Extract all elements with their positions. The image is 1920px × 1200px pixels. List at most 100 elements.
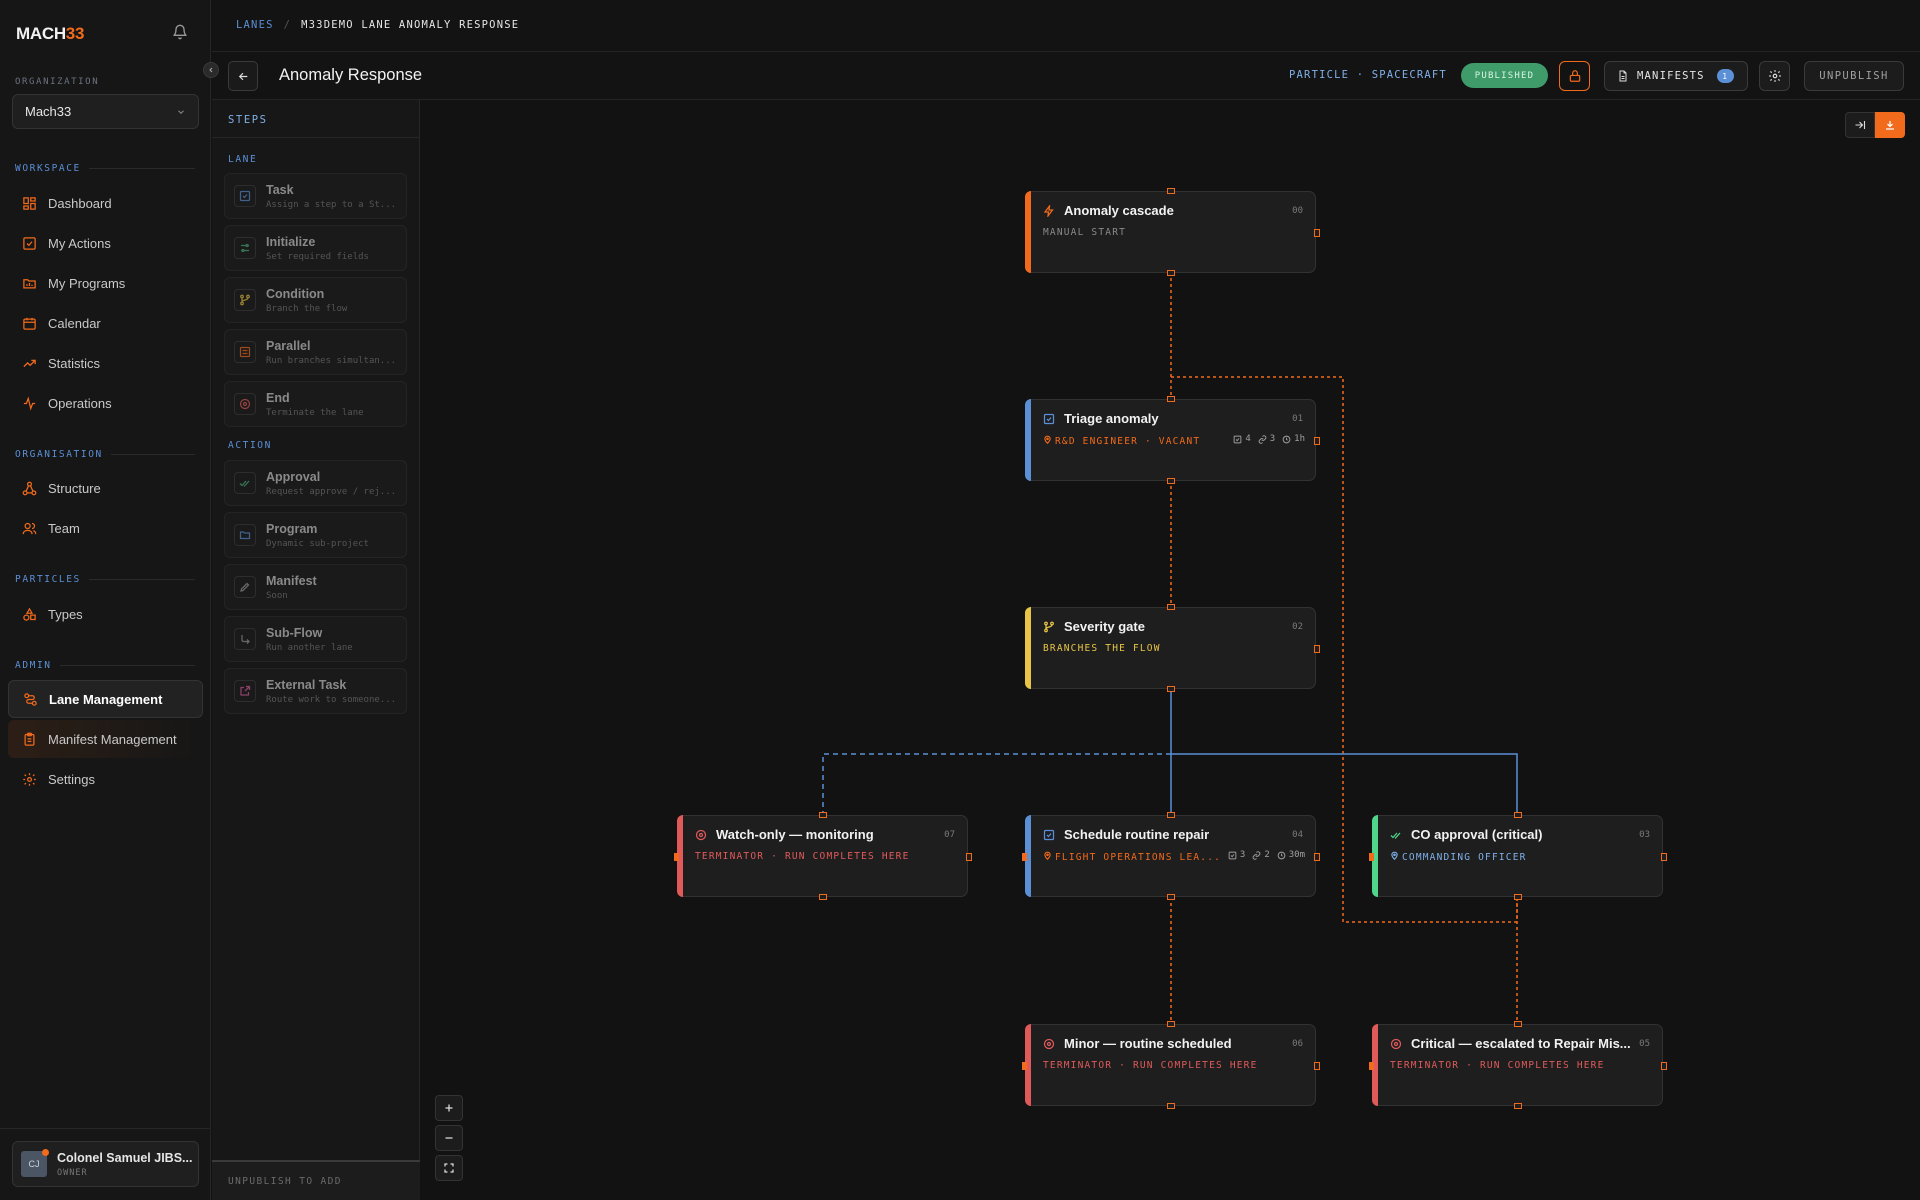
node-handle-right[interactable] [1661,853,1667,861]
node-handle-bottom[interactable] [1167,478,1175,484]
node-handle-top[interactable] [1514,812,1522,818]
step-manifest-icon-box [234,576,256,598]
node-subtitle: TERMINATOR · RUN COMPLETES HERE [695,851,910,862]
node-handle-left[interactable] [1369,1062,1374,1070]
node-critical-escalated[interactable]: Critical — escalated to Repair Mis... 05… [1369,1021,1667,1109]
node-handle-left[interactable] [1022,1062,1027,1070]
step-parallel-icon-box [234,341,256,363]
step-desc: Run branches simultan... [266,355,397,366]
steps-group-lane: LANE [228,154,258,165]
node-handle-right[interactable] [1314,645,1320,653]
target-icon [239,398,251,410]
target-icon [1043,1038,1055,1050]
node-handle-right[interactable] [1314,1062,1320,1070]
step-title: Initialize [266,234,316,249]
node-handle-right[interactable] [1314,853,1320,861]
node-handle-right[interactable] [1314,229,1320,237]
node-handle-right[interactable] [1661,1062,1667,1070]
manifests-count-badge: 1 [1716,69,1734,83]
collapse-panel-button[interactable] [1845,112,1875,138]
nav-operations[interactable]: Operations [8,384,203,422]
zoom-out-button[interactable] [435,1125,463,1151]
page-title: Anomaly Response [279,66,423,84]
node-handle-top[interactable] [1167,604,1175,610]
checks-count: 3 [1239,850,1246,860]
edge-02-07 [822,753,1171,813]
node-co-approval[interactable]: CO approval (critical) 03 COMMANDING OFF… [1369,812,1667,900]
status-badge: PUBLISHED [1461,63,1548,88]
node-severity-gate[interactable]: Severity gate 02 BRANCHES THE FLOW [1025,604,1320,692]
unpublish-button[interactable]: UNPUBLISH [1804,61,1904,91]
nav-types[interactable]: Types [8,595,203,633]
org-label: ORGANIZATION [15,77,100,87]
nav-manifest-management[interactable]: Manifest Management [8,720,203,758]
node-handle-right[interactable] [1314,437,1320,445]
node-watch-only-monitoring[interactable]: Watch-only — monitoring 07 TERMINATOR · … [674,812,972,900]
links-count: 3 [1269,434,1276,444]
fit-view-button[interactable] [435,1155,463,1181]
node-handle-bottom[interactable] [1167,1103,1175,1109]
time-value: 1h [1294,434,1305,444]
zoom-in-button[interactable] [435,1095,463,1121]
node-schedule-routine-repair[interactable]: Schedule routine repair 04 FLIGHT OPERAT… [1022,812,1320,900]
nav-my-programs[interactable]: My Programs [8,264,203,302]
node-handle-top[interactable] [1167,812,1175,818]
lock-button[interactable] [1559,61,1590,91]
node-role: COMMANDING OFFICER [1402,852,1527,863]
node-handle-bottom[interactable] [1167,270,1175,276]
manifests-button[interactable]: MANIFESTS 1 [1604,61,1748,91]
nav-team[interactable]: Team [8,509,203,547]
lane-settings-button[interactable] [1759,61,1790,91]
node-triage-anomaly[interactable]: Triage anomaly 01 R&D ENGINEER · VACANT … [1025,396,1320,484]
app-logo[interactable]: MACH33 [16,24,85,43]
node-handle-left[interactable] [1369,853,1374,861]
user-card[interactable]: CJ Colonel Samuel JIBS... OWNER [12,1141,199,1187]
nav-my-actions[interactable]: My Actions [8,224,203,262]
node-handle-left[interactable] [674,853,679,861]
breadcrumb-separator: / [283,19,292,31]
node-handle-right[interactable] [966,853,972,861]
nav-label: Calendar [48,315,101,331]
nav-calendar[interactable]: Calendar [8,304,203,342]
node-minor-routine-scheduled[interactable]: Minor — routine scheduled 06 TERMINATOR … [1022,1021,1320,1109]
node-anomaly-cascade[interactable]: Anomaly cascade 00 MANUAL START [1025,188,1320,276]
node-handle-top[interactable] [1167,188,1175,194]
nav-settings[interactable]: Settings [8,760,203,798]
node-title: Schedule routine repair [1064,827,1210,842]
nav-structure[interactable]: Structure [8,469,203,507]
node-handle-top[interactable] [1167,396,1175,402]
export-button[interactable] [1875,112,1905,138]
collapse-sidebar-button[interactable] [203,62,219,78]
node-handle-top[interactable] [819,812,827,818]
step-program-icon-box [234,524,256,546]
nav-statistics[interactable]: Statistics [8,344,203,382]
step-desc: Branch the flow [266,303,348,314]
nav-lane-management[interactable]: Lane Management [8,680,203,718]
flow-canvas[interactable]: Anomaly cascade 00 MANUAL START Triage a… [420,100,1920,1200]
bell-icon[interactable] [172,24,188,40]
breadcrumb-root[interactable]: LANES [236,19,274,31]
node-handle-bottom[interactable] [1514,894,1522,900]
node-handle-top[interactable] [1514,1021,1522,1027]
org-select[interactable]: Mach33 [12,94,199,129]
back-button[interactable] [228,61,258,91]
node-handle-top[interactable] [1167,1021,1175,1027]
node-number: 06 [1292,1039,1303,1049]
node-handle-bottom[interactable] [1167,686,1175,692]
node-handle-bottom[interactable] [1514,1103,1522,1109]
node-handle-left[interactable] [1022,853,1027,861]
node-handle-bottom[interactable] [819,894,827,900]
nav-dashboard[interactable]: Dashboard [8,184,203,222]
node-handle-bottom[interactable] [1167,894,1175,900]
